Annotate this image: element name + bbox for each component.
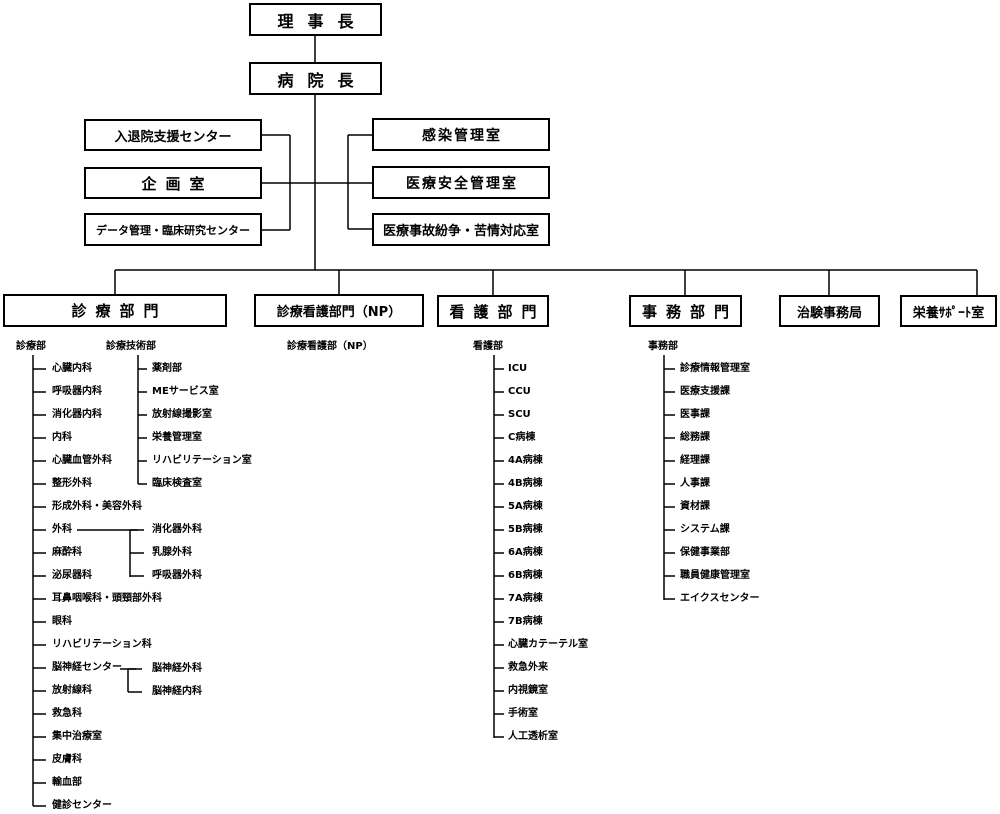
- neuro-sub-item: 脳神経内科: [152, 686, 202, 697]
- medical-dept-item: 麻酔科: [52, 547, 82, 558]
- tech-dept-header: 診療技術部: [106, 341, 156, 352]
- nursing-unit-item: ICU: [508, 363, 528, 374]
- admin-section-item: 職員健康管理室: [680, 570, 750, 581]
- nursing-unit-item: 6B病棟: [508, 570, 543, 581]
- admin-section-item: 診療情報管理室: [680, 363, 750, 374]
- tech-dept-item: 臨床検査室: [152, 478, 202, 489]
- medical-dept-item: 健診センター: [52, 800, 112, 811]
- medical-dept-item: 形成外科・美容外科: [52, 501, 142, 512]
- medical-dept-item: 外科: [52, 524, 72, 535]
- admin-section-item: 経理課: [680, 455, 710, 466]
- nursing-dept-header: 看護部: [473, 341, 503, 352]
- tech-dept-item: 栄養管理室: [152, 432, 202, 443]
- neuro-sub-item: 脳神経外科: [152, 663, 202, 674]
- medical-dept-item: 耳鼻咽喉科・頭頸部外科: [52, 593, 162, 604]
- nursing-unit-item: 4A病棟: [508, 455, 543, 466]
- medical-dept-item: 救急科: [52, 708, 82, 719]
- np-dept-header: 診療看護部（NP）: [287, 341, 373, 352]
- admin-section-item: 医療支援課: [680, 386, 730, 397]
- medical-dept-item: 内科: [52, 432, 72, 443]
- admin-section-item: システム課: [680, 524, 730, 535]
- medical-dept-item: 皮膚科: [52, 754, 82, 765]
- admin-section-item: 人事課: [680, 478, 710, 489]
- planning-office-box[interactable]: 企画室: [84, 167, 262, 199]
- admin-section-item: 保健事業部: [680, 547, 730, 558]
- admin-section-item: 資材課: [680, 501, 710, 512]
- medical-dept-item: 整形外科: [52, 478, 92, 489]
- division-nursing-box[interactable]: 看護部門: [437, 295, 549, 327]
- surgery-sub-item: 呼吸器外科: [152, 570, 202, 581]
- admin-section-item: 医事課: [680, 409, 710, 420]
- tech-dept-item: 放射線撮影室: [152, 409, 212, 420]
- surgery-sub-item: 乳腺外科: [152, 547, 192, 558]
- medical-dept-item: 眼科: [52, 616, 72, 627]
- division-admin-box[interactable]: 事務部門: [629, 295, 742, 327]
- medical-dept-item: 集中治療室: [52, 731, 102, 742]
- medical-dept-item: 輸血部: [52, 777, 82, 788]
- data-research-center-box[interactable]: データ管理・臨床研究センター: [84, 213, 262, 246]
- division-clinical-trial-box[interactable]: 治験事務局: [779, 295, 880, 327]
- admin-dept-header: 事務部: [648, 341, 678, 352]
- admin-section-item: 総務課: [680, 432, 710, 443]
- admission-support-center-box[interactable]: 入退院支援センター: [84, 119, 262, 151]
- division-nutrition-support-box[interactable]: 栄養ｻﾎﾟｰﾄ室: [900, 295, 997, 327]
- medical-dept-item: 放射線科: [52, 685, 92, 696]
- medical-dept-item: 呼吸器内科: [52, 386, 102, 397]
- medical-dept-header: 診療部: [16, 341, 46, 352]
- nursing-unit-item: 救急外来: [508, 662, 548, 673]
- infection-control-box[interactable]: 感染管理室: [372, 118, 550, 151]
- nursing-unit-item: 心臓カテーテル室: [508, 639, 588, 650]
- nursing-unit-item: CCU: [508, 386, 531, 397]
- division-np-box[interactable]: 診療看護部門（NP）: [254, 294, 424, 327]
- division-medical-box[interactable]: 診療部門: [3, 294, 227, 327]
- nursing-unit-item: C病棟: [508, 432, 536, 443]
- nursing-unit-item: 手術室: [508, 708, 538, 719]
- tech-dept-item: MEサービス室: [152, 386, 219, 397]
- nursing-unit-item: 人工透析室: [508, 731, 558, 742]
- nursing-unit-item: 5A病棟: [508, 501, 543, 512]
- surgery-sub-item: 消化器外科: [152, 524, 202, 535]
- nursing-unit-item: 7A病棟: [508, 593, 543, 604]
- medical-dept-item: 脳神経センター: [52, 662, 122, 673]
- medical-safety-box[interactable]: 医療安全管理室: [372, 166, 550, 199]
- nursing-unit-item: 6A病棟: [508, 547, 543, 558]
- medical-dept-item: 心臓血管外科: [52, 455, 112, 466]
- nursing-unit-item: SCU: [508, 409, 531, 420]
- nursing-unit-item: 5B病棟: [508, 524, 543, 535]
- medical-dept-item: 消化器内科: [52, 409, 102, 420]
- medical-dept-item: 心臓内科: [52, 363, 92, 374]
- director-box[interactable]: 病院長: [249, 62, 382, 95]
- admin-section-item: エイクスセンター: [680, 593, 760, 604]
- nursing-unit-item: 4B病棟: [508, 478, 543, 489]
- tech-dept-item: 薬剤部: [152, 363, 182, 374]
- dispute-complaint-box[interactable]: 医療事故紛争・苦情対応室: [372, 213, 550, 246]
- chairman-box[interactable]: 理事長: [249, 3, 382, 36]
- nursing-unit-item: 内視鏡室: [508, 685, 548, 696]
- medical-dept-item: リハビリテーション科: [52, 639, 152, 650]
- nursing-unit-item: 7B病棟: [508, 616, 543, 627]
- tech-dept-item: リハビリテーション室: [152, 455, 252, 466]
- medical-dept-item: 泌尿器科: [52, 570, 92, 581]
